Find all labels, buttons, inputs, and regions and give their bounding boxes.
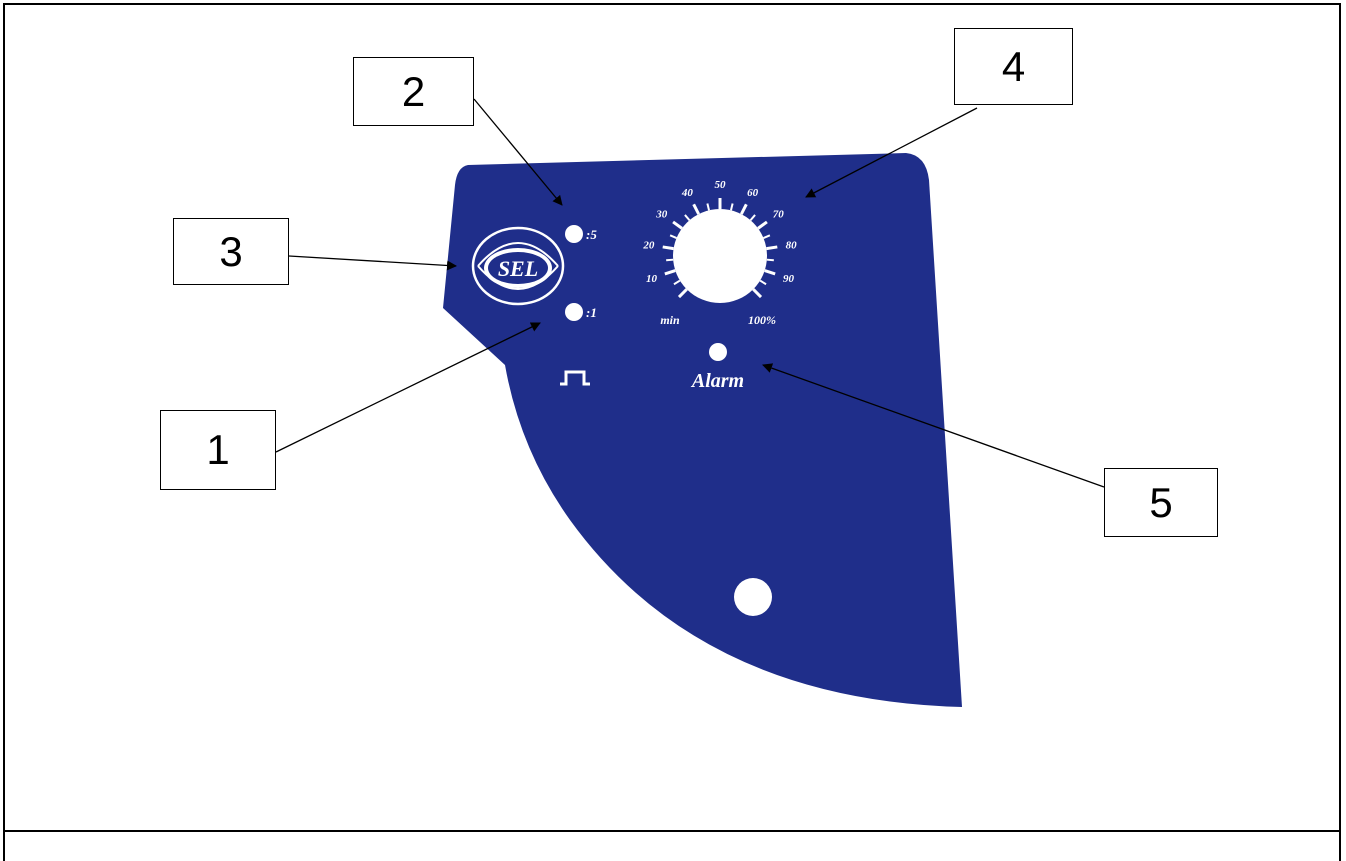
dial-tick bbox=[764, 269, 776, 276]
dial-max-label: 100% bbox=[748, 313, 776, 327]
callout-line-5 bbox=[762, 363, 1105, 488]
callout-3: 3 bbox=[173, 218, 289, 285]
dial-scale-label: 10 bbox=[646, 273, 658, 285]
pulse-icon bbox=[560, 370, 590, 386]
callout-line-3 bbox=[288, 255, 457, 271]
dial-tick bbox=[664, 269, 676, 276]
dial-tick bbox=[662, 245, 674, 251]
dial-tick bbox=[763, 234, 771, 239]
percentage-dial[interactable] bbox=[673, 209, 767, 303]
led-top-label: :5 bbox=[586, 227, 597, 242]
alarm-led bbox=[709, 343, 727, 361]
dial-tick bbox=[757, 220, 768, 230]
dial-tick bbox=[729, 203, 734, 211]
dial-tick bbox=[684, 214, 691, 221]
dial-scale-label: 80 bbox=[786, 240, 798, 252]
figure-frame bbox=[3, 3, 1341, 832]
dial-scale-label: 30 bbox=[655, 209, 668, 221]
control-panel bbox=[443, 153, 962, 707]
dial-tick bbox=[666, 258, 674, 262]
dial-tick bbox=[766, 245, 778, 251]
dial-tick bbox=[677, 288, 688, 299]
callout-2: 2 bbox=[353, 57, 474, 126]
dial-tick bbox=[752, 288, 763, 299]
mounting-hole bbox=[734, 578, 772, 616]
led-bottom-label: :1 bbox=[586, 305, 597, 320]
dial-scale-label: 20 bbox=[642, 240, 655, 252]
dial-scale: 10 20 30 40 50 60 70 80 90 bbox=[642, 179, 798, 299]
callout-5: 5 bbox=[1104, 468, 1218, 537]
callout-line-1 bbox=[275, 322, 541, 453]
dial-tick bbox=[673, 279, 681, 286]
dial-tick bbox=[692, 203, 700, 215]
callout-line-4 bbox=[805, 107, 978, 198]
dial-tick bbox=[749, 214, 756, 221]
dial-tick bbox=[759, 279, 767, 286]
sel-button-label: SEL bbox=[498, 256, 538, 281]
callout-4: 4 bbox=[954, 28, 1073, 105]
led-bottom bbox=[565, 303, 583, 321]
dial-scale-label: 70 bbox=[773, 209, 785, 221]
callout-1: 1 bbox=[160, 410, 276, 490]
figure-frame-bottom bbox=[3, 830, 1341, 861]
dial-tick bbox=[672, 220, 683, 230]
dial-tick bbox=[740, 203, 748, 215]
dial-tick bbox=[706, 203, 711, 211]
dial-scale-label: 90 bbox=[783, 273, 795, 285]
dial-scale-label: 60 bbox=[747, 187, 759, 199]
dial-scale-label: 50 bbox=[715, 179, 727, 191]
dial-tick bbox=[766, 258, 774, 262]
dial-tick bbox=[669, 234, 677, 239]
callout-line-2 bbox=[473, 98, 563, 206]
alarm-label: Alarm bbox=[690, 370, 744, 392]
dial-scale-label: 40 bbox=[681, 187, 694, 199]
sel-button[interactable]: SEL bbox=[471, 226, 565, 306]
dial-min-label: min bbox=[660, 313, 680, 327]
led-top bbox=[565, 225, 583, 243]
